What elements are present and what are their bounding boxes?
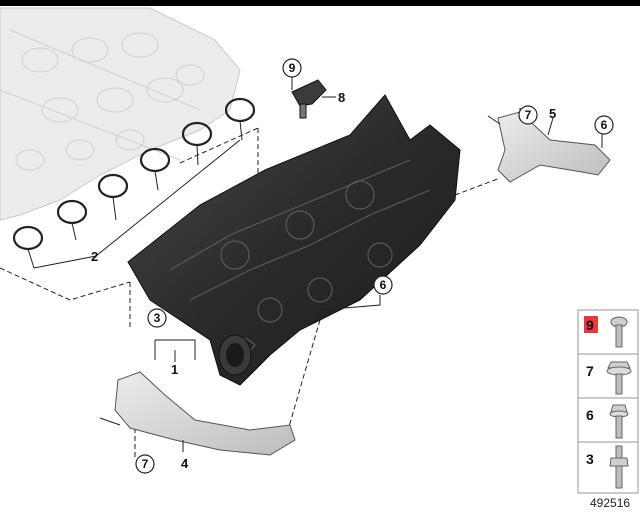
flange-bolt-icon bbox=[606, 361, 632, 395]
pressure-sensor bbox=[291, 79, 336, 119]
bracket-4 bbox=[99, 371, 296, 456]
callout-9: 9 bbox=[289, 61, 296, 75]
engine-cylinder-head-ghost bbox=[0, 7, 241, 221]
callout-4: 4 bbox=[181, 456, 189, 471]
bolt-washer-icon bbox=[609, 404, 629, 439]
legend-number-3: 3 bbox=[586, 451, 594, 467]
top-border-bar bbox=[0, 0, 640, 6]
callout-6-right: 6 bbox=[601, 118, 608, 132]
callout-3: 3 bbox=[154, 311, 161, 325]
callout-5: 5 bbox=[549, 106, 556, 121]
fastener-legend: 9 7 6 3 bbox=[577, 309, 639, 494]
legend-highlight-9 bbox=[584, 316, 598, 333]
stud-bolt-icon bbox=[609, 445, 629, 489]
callout-7-bottom: 7 bbox=[142, 457, 149, 471]
callout-6-center: 6 bbox=[380, 278, 387, 292]
callout-leader-lines bbox=[154, 76, 603, 362]
callout-1: 1 bbox=[171, 362, 178, 377]
bracket-5 bbox=[487, 108, 611, 183]
torx-bolt-icon bbox=[610, 316, 628, 348]
callout-8: 8 bbox=[338, 90, 345, 105]
callout-circles bbox=[135, 58, 614, 474]
callout-7-top: 7 bbox=[525, 108, 532, 122]
legend-number-7: 7 bbox=[586, 363, 594, 379]
legend-number-6: 6 bbox=[586, 407, 594, 423]
legend-number-9: 9 bbox=[586, 317, 594, 333]
diagram-id: 492516 bbox=[590, 496, 630, 510]
callout-2: 2 bbox=[91, 249, 98, 264]
intake-manifold bbox=[127, 94, 461, 386]
